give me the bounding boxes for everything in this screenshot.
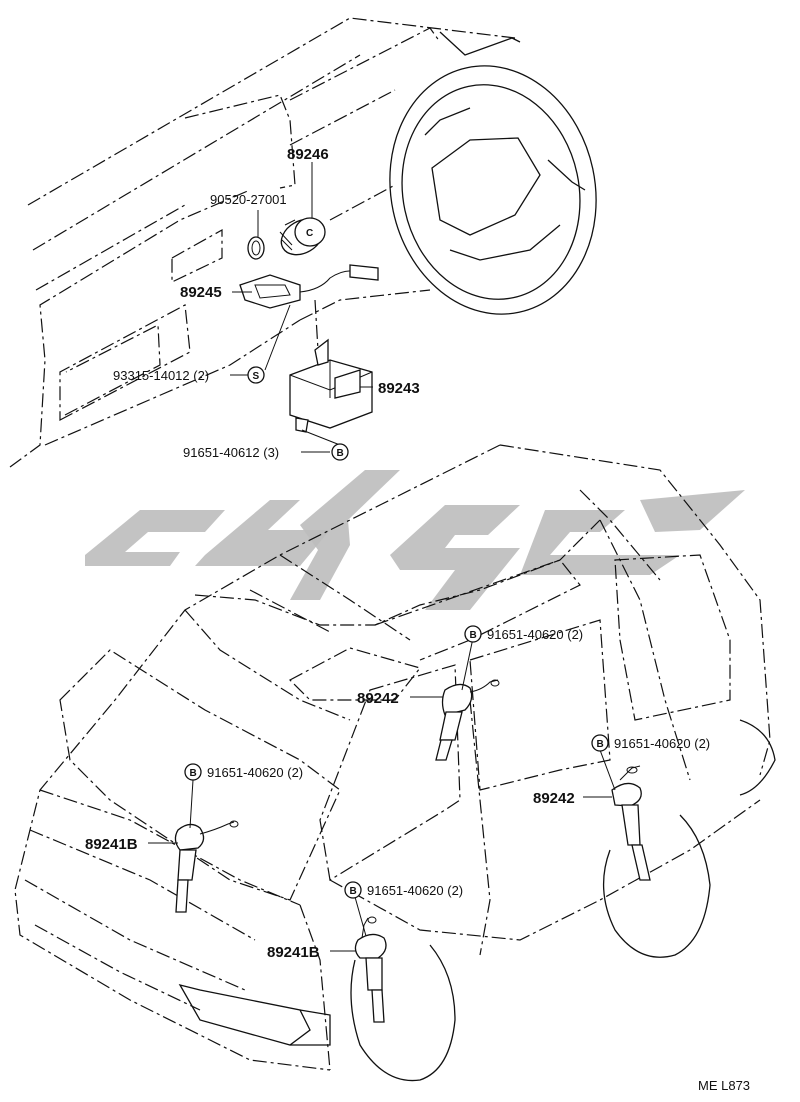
- symbol-b-4: B: [190, 768, 197, 779]
- callout-89242-a: 89242: [357, 690, 399, 707]
- callout-89242-b: 89242: [533, 790, 575, 807]
- symbol-b-2: B: [470, 630, 477, 641]
- callout-89241B-a: 89241B: [85, 836, 138, 853]
- ring-90520: [247, 236, 265, 260]
- symbol-b-3: B: [597, 739, 604, 750]
- callout-93315-14012: 93315-14012 (2): [113, 368, 209, 383]
- symbol-s: S: [253, 371, 260, 382]
- damper-89241B-lower: [354, 916, 387, 1023]
- callout-91651-40612: 91651-40612 (3): [183, 445, 279, 460]
- symbol-b-1: B: [337, 448, 344, 459]
- callout-91651-40620-d: 91651-40620 (2): [367, 883, 463, 898]
- callout-91651-40620-c: 91651-40620 (2): [207, 765, 303, 780]
- damper-89241B-left: [174, 820, 239, 913]
- control-unit-89243: [289, 338, 373, 433]
- callout-89246: 89246: [287, 146, 329, 163]
- figure-reference: ME L873: [698, 1078, 750, 1093]
- watermark-logo: [85, 470, 745, 610]
- damper-89242-upper: [435, 679, 500, 761]
- callout-91651-40620-a: 91651-40620 (2): [487, 627, 583, 642]
- symbol-markers: S B B B B B: [184, 366, 609, 899]
- callout-89245: 89245: [180, 284, 222, 301]
- leader-lines: [148, 162, 616, 952]
- switch-89245: [239, 264, 379, 309]
- damper-89242-right: [611, 765, 651, 881]
- dashboard-drawing: [9, 17, 597, 468]
- symbol-b-5: B: [350, 886, 357, 897]
- callout-89241B-b: 89241B: [267, 944, 320, 961]
- callout-89243: 89243: [378, 380, 420, 397]
- sensor-assembly-89246: [279, 217, 326, 256]
- callout-90520-27001: 90520-27001: [210, 192, 287, 207]
- callout-91651-40620-b: 91651-40620 (2): [614, 736, 710, 751]
- symbol-c: C: [306, 228, 313, 239]
